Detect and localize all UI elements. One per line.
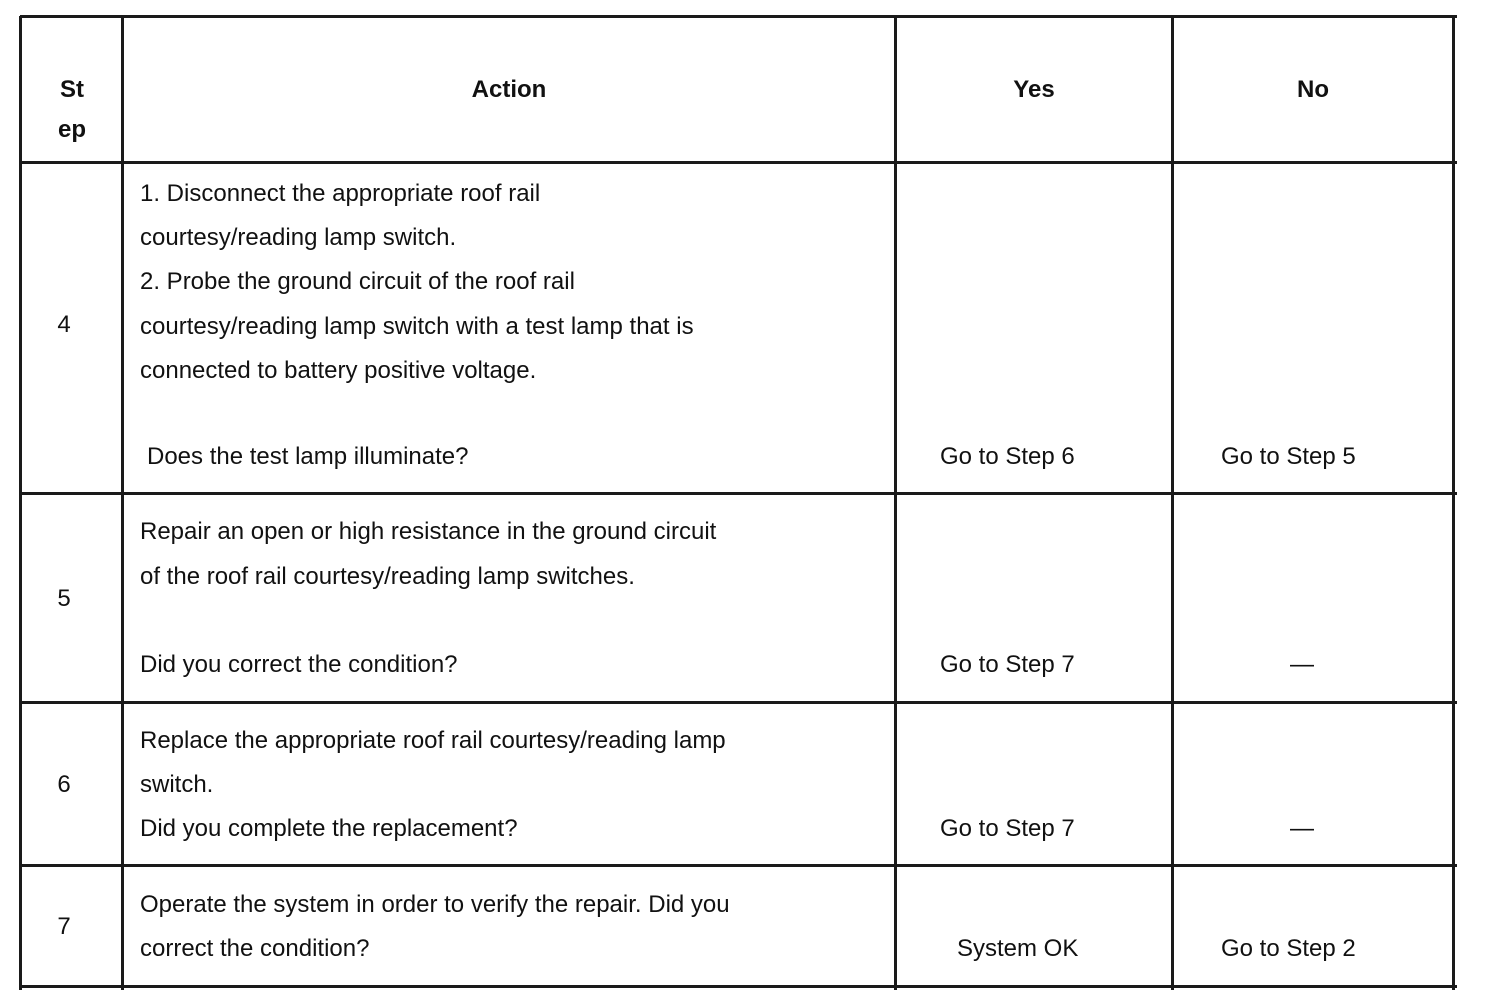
header-action: Action [471,76,547,103]
step-number: 7 [57,913,71,940]
action-text-line: Repair an open or high resistance in the… [140,518,717,545]
action-text-line: switch. [140,771,214,798]
action-text-line: courtesy/reading lamp switch. [140,224,457,251]
step-number: 6 [57,771,71,798]
yes-result: Go to Step 7 [940,815,1075,842]
column-divider [894,16,897,990]
yes-result: Go to Step 7 [940,651,1075,678]
header-step-line1: St [60,76,84,103]
action-question: Did you complete the replacement? [140,815,518,842]
action-question: Did you correct the condition? [140,651,458,678]
action-text-line: of the roof rail courtesy/reading lamp s… [140,563,635,590]
action-text-line: correct the condition? [140,935,370,962]
column-divider [121,16,124,990]
header-divider [20,161,1457,164]
action-text-line: Replace the appropriate roof rail courte… [140,727,726,754]
action-text-line: 1. Disconnect the appropriate roof rail [140,180,541,207]
table-border-right [1452,16,1455,990]
row-divider [20,492,1457,495]
no-result: Go to Step 5 [1221,443,1356,470]
no-result: — [1290,651,1314,678]
row-divider [20,864,1457,867]
header-no: No [1297,76,1329,103]
action-text-line: connected to battery positive voltage. [140,357,537,384]
action-text-line: 2. Probe the ground circuit of the roof … [140,268,575,295]
no-result: Go to Step 2 [1221,935,1356,962]
table-border-top [20,15,1457,18]
row-divider [20,701,1457,704]
header-yes: Yes [1013,76,1055,103]
no-result: — [1290,815,1314,842]
action-question: Does the test lamp illuminate? [147,443,469,470]
yes-result: System OK [957,935,1079,962]
column-divider [1171,16,1174,990]
header-step-line2: ep [57,116,86,143]
step-number: 5 [57,585,71,612]
yes-result: Go to Step 6 [940,443,1075,470]
table-border-bottom [20,985,1457,988]
step-number: 4 [57,311,71,338]
action-text-line: courtesy/reading lamp switch with a test… [140,313,694,340]
action-text-line: Operate the system in order to verify th… [140,891,730,918]
table-border-left [19,16,22,990]
